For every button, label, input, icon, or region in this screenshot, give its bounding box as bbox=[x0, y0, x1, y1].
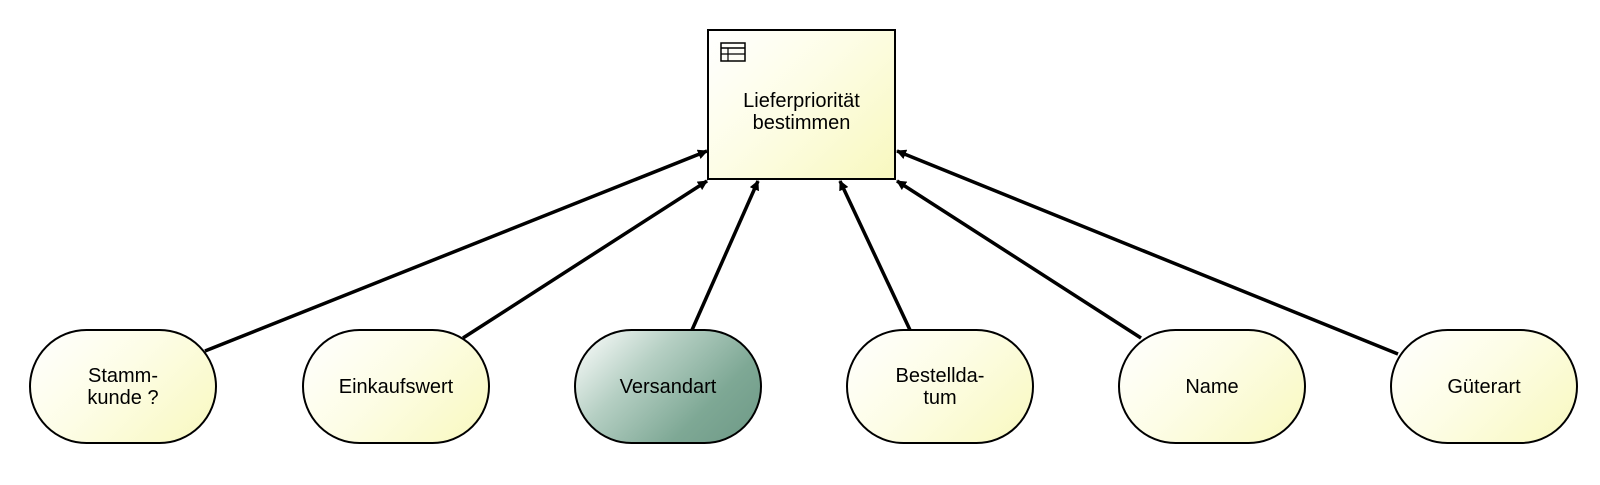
input-label: Bestellda- tum bbox=[895, 364, 985, 409]
input-node-name[interactable]: Name bbox=[1118, 329, 1306, 444]
input-label: Name bbox=[1185, 375, 1239, 398]
input-label: Stamm- kunde ? bbox=[87, 364, 159, 409]
input-node-bestelldatum[interactable]: Bestellda- tum bbox=[846, 329, 1034, 444]
input-node-stammkunde[interactable]: Stamm- kunde ? bbox=[29, 329, 217, 444]
edge-stammkunde bbox=[204, 149, 708, 353]
edge-gueterart bbox=[896, 149, 1399, 356]
input-label: Güterart bbox=[1447, 375, 1521, 398]
edge-einkaufswert bbox=[462, 179, 708, 340]
edge-bestelldatum bbox=[838, 180, 912, 331]
input-label: Versandart bbox=[619, 375, 717, 398]
edge-versandart bbox=[690, 180, 760, 331]
edge-name bbox=[896, 179, 1142, 340]
table-icon bbox=[720, 42, 746, 62]
input-label: Einkaufswert bbox=[338, 375, 454, 398]
input-node-einkaufswert[interactable]: Einkaufswert bbox=[302, 329, 490, 444]
decision-label: Lieferpriorität bestimmen bbox=[743, 89, 860, 134]
input-node-versandart[interactable]: Versandart bbox=[574, 329, 762, 444]
decision-node-lieferprioritaet[interactable]: Lieferpriorität bestimmen bbox=[707, 29, 896, 180]
input-node-gueterart[interactable]: Güterart bbox=[1390, 329, 1578, 444]
